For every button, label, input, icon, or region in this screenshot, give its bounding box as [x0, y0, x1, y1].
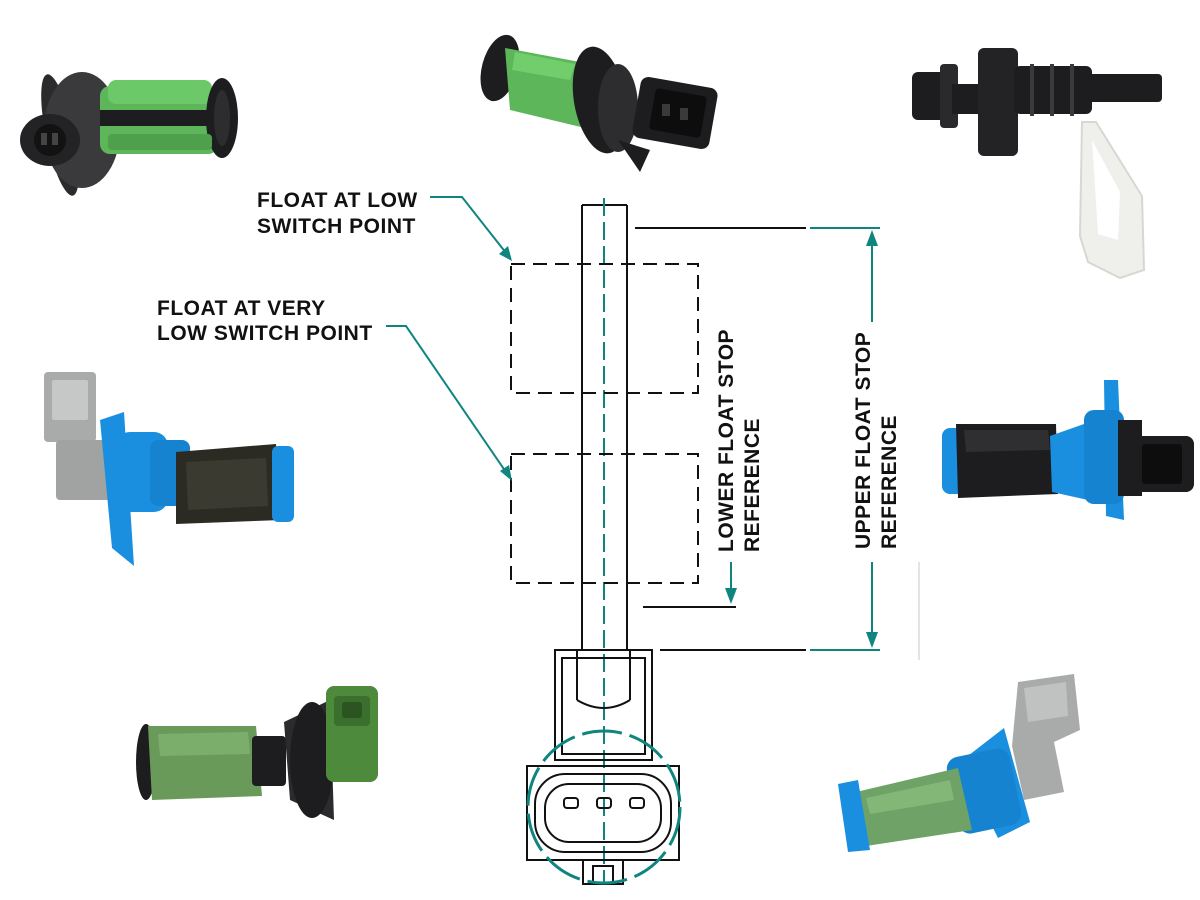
lower-stop-dimension	[725, 562, 737, 604]
label-float-very-low-line2: LOW SWITCH POINT	[157, 322, 373, 345]
label-lower-float-stop-line1: LOWER FLOAT STOP	[715, 329, 738, 552]
leader-low-switch-arrowhead	[499, 246, 512, 261]
product-photo-black-white-float	[912, 48, 1162, 280]
float-very-low-switch-box	[510, 453, 699, 584]
upper-stop-dimension	[866, 230, 878, 648]
leader-very-low-switch	[386, 325, 511, 479]
leader-very-low-switch-arrowhead	[500, 465, 512, 481]
label-float-low-switch-line2: SWITCH POINT	[257, 215, 416, 238]
product-photo-dark-green-sensor	[136, 686, 378, 820]
connector-pins	[563, 797, 645, 809]
label-upper-float-stop-line2: REFERENCE	[878, 415, 901, 549]
label-upper-float-stop-line1: UPPER FLOAT STOP	[852, 332, 875, 549]
product-photo-green-round-connector	[20, 72, 238, 196]
label-lower-float-stop-line2: REFERENCE	[741, 418, 764, 552]
connector-teal-circle	[526, 729, 682, 885]
product-photo-green-square-connector	[480, 34, 718, 172]
connector-housing	[526, 649, 680, 885]
product-photo-blue-black-connector	[942, 380, 1194, 520]
product-photo-gray-blue-green-float	[838, 674, 1080, 852]
leader-low-switch	[430, 196, 511, 259]
label-float-low-switch-line1: FLOAT AT LOW	[257, 189, 418, 212]
float-low-switch-box	[510, 263, 699, 394]
product-photo-gray-blue-black-float	[44, 372, 294, 566]
label-float-very-low-line1: FLOAT AT VERY	[157, 297, 326, 320]
